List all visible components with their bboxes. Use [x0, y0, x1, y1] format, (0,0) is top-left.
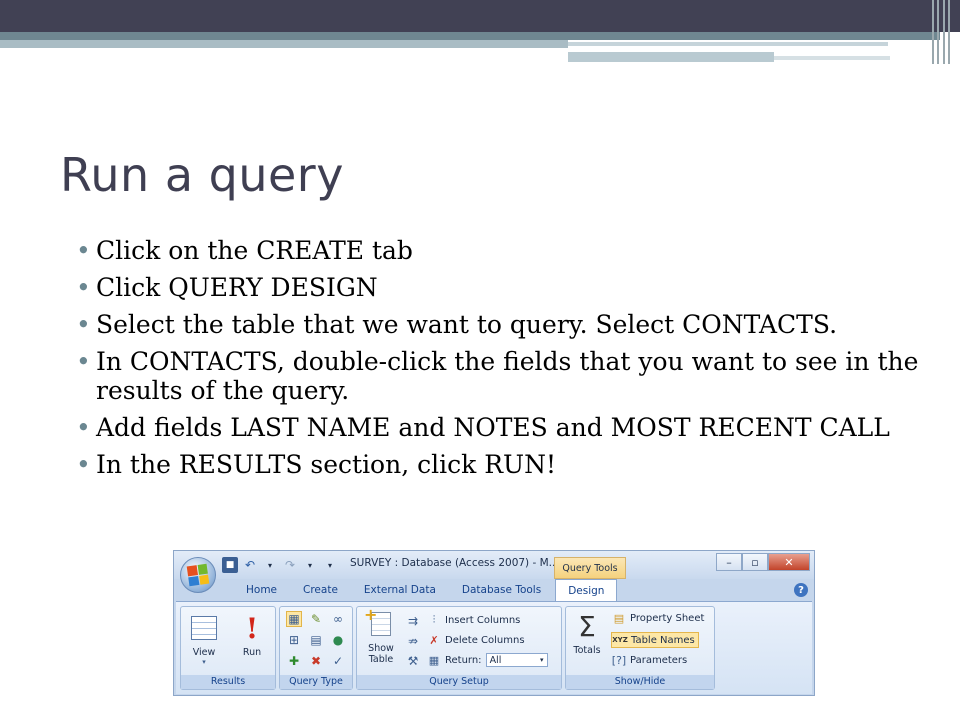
redo-icon[interactable]: ↷	[284, 558, 296, 572]
window-controls: – ▫ ✕	[716, 553, 810, 571]
slide-title: Run a query	[60, 148, 344, 202]
group-query-setup: + Show Table ⇉ ⇏ ⚒ ⫶ Insert Columns ✗ De…	[356, 605, 562, 690]
parameters-button[interactable]: [?] Parameters	[612, 653, 687, 667]
parameters-label: Parameters	[630, 654, 688, 666]
dropdown-arrow-icon[interactable]: ▾	[267, 560, 272, 570]
decor-stripe	[568, 42, 888, 46]
insert-columns-icon: ⫶	[432, 613, 436, 626]
delete-query-icon[interactable]: ✖	[310, 654, 322, 668]
bullet-list: Click on the CREATE tab Click QUERY DESI…	[74, 236, 924, 487]
totals-label: Totals	[573, 645, 601, 656]
pass-through-query-icon[interactable]: ●	[332, 633, 344, 647]
ribbon-tabs: Home Create External Data Database Tools…	[234, 579, 618, 601]
union-query-icon[interactable]: ∞	[333, 612, 343, 626]
query-tools-context-tab: Query Tools	[554, 557, 626, 579]
restore-icon[interactable]: ▫	[742, 553, 768, 571]
delete-columns-icon: ✗	[429, 633, 439, 647]
group-results: View ▾ ! Run Results	[180, 606, 276, 690]
group-query-type: ▦ ✎ ∞ ⊞ ▤ ● ✚ ✖ ✓ Query Type	[279, 606, 353, 690]
document-title: SURVEY : Database (Access 2007) - M..	[350, 557, 556, 569]
decor-stripe	[0, 40, 568, 48]
show-table-icon: +	[364, 605, 396, 639]
ribbon-title-bar	[174, 551, 814, 579]
return-select[interactable]: All ▾	[485, 653, 548, 667]
decor-stripe	[568, 52, 774, 62]
show-table-button[interactable]: + Show Table	[363, 605, 399, 665]
dropdown-arrow-icon: ▾	[540, 656, 544, 664]
delete-rows-icon[interactable]: ⇏	[407, 634, 419, 648]
bullet-item: In the RESULTS section, click RUN!	[74, 450, 924, 479]
run-icon: !	[245, 611, 259, 645]
bullet-item: Add fields LAST NAME and NOTES and MOST …	[74, 413, 924, 442]
red-annotation-arrow	[186, 692, 266, 696]
select-query-icon[interactable]: ▦	[286, 611, 302, 627]
insert-columns-button[interactable]: ⫶ Insert Columns	[427, 613, 521, 627]
data-definition-query-icon[interactable]: ✓	[332, 654, 344, 668]
dropdown-arrow-icon: ▾	[202, 658, 206, 666]
totals-button[interactable]: Σ Totals	[572, 609, 602, 657]
property-sheet-label: Property Sheet	[630, 612, 705, 624]
group-label: Query Type	[280, 675, 352, 689]
group-label: Query Setup	[357, 675, 561, 689]
return-control: ▦ Return: All ▾	[427, 653, 548, 667]
bullet-item: Click on the CREATE tab	[74, 236, 924, 265]
update-query-icon[interactable]: ✚	[288, 654, 300, 668]
ribbon-panel: View ▾ ! Run Results ▦ ✎ ∞ ⊞ ▤ ● ✚ ✖ ✓ Q…	[176, 601, 812, 694]
view-button-label: View	[192, 647, 216, 658]
append-query-icon[interactable]: ⊞	[288, 633, 300, 647]
table-names-button[interactable]: XYZ Table Names	[611, 632, 699, 648]
view-button[interactable]: View ▾	[189, 613, 219, 666]
group-label: Results	[181, 675, 275, 689]
run-button-label: Run	[242, 647, 262, 658]
delete-columns-label: Delete Columns	[445, 634, 525, 646]
make-table-query-icon[interactable]: ✎	[310, 612, 322, 626]
return-value: All	[489, 654, 502, 666]
minimize-icon[interactable]: –	[716, 553, 742, 571]
return-label: Return:	[445, 654, 482, 666]
parameters-icon: [?]	[611, 653, 627, 667]
crosstab-query-icon[interactable]: ▤	[310, 633, 322, 647]
quick-access-toolbar: ■ ↶ ▾ ↷ ▾ ▾	[222, 557, 338, 573]
show-table-label: Show Table	[368, 643, 394, 665]
bullet-item: Select the table that we want to query. …	[74, 310, 924, 339]
dropdown-arrow-icon[interactable]: ▾	[307, 560, 312, 570]
office-button[interactable]	[180, 557, 216, 593]
customize-toolbar-icon[interactable]: ▾	[327, 560, 332, 570]
access-ribbon: ■ ↶ ▾ ↷ ▾ ▾ SURVEY : Database (Access 20…	[173, 550, 815, 696]
table-names-label: Table Names	[631, 634, 695, 646]
table-names-icon: XYZ	[612, 636, 628, 644]
close-icon[interactable]: ✕	[768, 553, 810, 571]
tab-database-tools[interactable]: Database Tools	[461, 584, 542, 596]
top-decor-bar	[0, 0, 960, 32]
undo-icon[interactable]: ↶	[244, 558, 256, 572]
group-label: Show/Hide	[566, 675, 714, 689]
insert-rows-icon[interactable]: ⇉	[407, 614, 419, 628]
office-logo-icon	[186, 563, 210, 587]
tab-design[interactable]: Design	[555, 579, 618, 601]
tab-home[interactable]: Home	[246, 584, 278, 596]
decor-stripe	[0, 32, 940, 40]
delete-columns-button[interactable]: ✗ Delete Columns	[427, 633, 525, 647]
decor-vertical-lines	[932, 0, 950, 64]
tab-create[interactable]: Create	[303, 584, 338, 596]
return-icon: ▦	[428, 653, 440, 667]
sigma-icon: Σ	[578, 609, 596, 643]
group-show-hide: Σ Totals ▤ Property Sheet XYZ Table Name…	[565, 606, 715, 690]
insert-columns-label: Insert Columns	[445, 614, 521, 626]
save-icon[interactable]: ■	[222, 557, 238, 573]
datasheet-view-icon	[191, 616, 217, 640]
property-sheet-icon: ▤	[613, 611, 625, 625]
tab-external-data[interactable]: External Data	[363, 584, 436, 596]
help-icon[interactable]: ?	[794, 583, 808, 597]
bullet-item: Click QUERY DESIGN	[74, 273, 924, 302]
run-button[interactable]: ! Run	[237, 611, 267, 659]
builder-icon[interactable]: ⚒	[407, 654, 419, 668]
property-sheet-button[interactable]: ▤ Property Sheet	[612, 611, 705, 625]
decor-stripe	[774, 56, 890, 60]
bullet-item: In CONTACTS, double-click the fields tha…	[74, 347, 924, 405]
